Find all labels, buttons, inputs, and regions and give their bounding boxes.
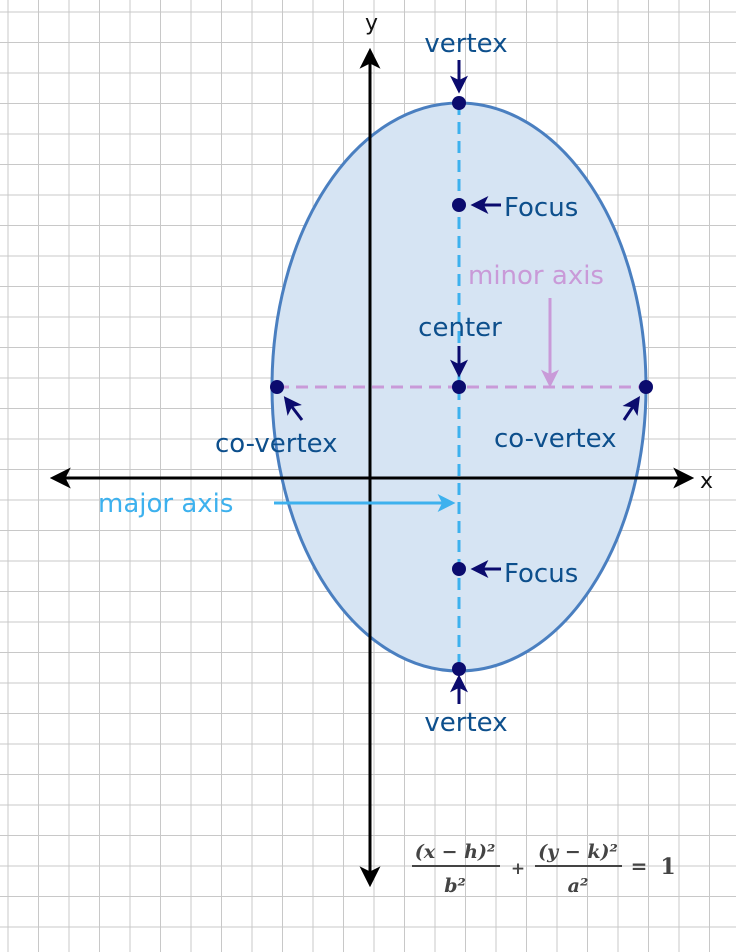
center-label: center: [418, 313, 502, 343]
focus-bottom-point: [452, 562, 466, 576]
co-vertex-left-point: [270, 380, 284, 394]
major-axis-label: major axis: [98, 489, 233, 519]
focus-top-label: Focus: [504, 193, 578, 223]
vertex-top-label: vertex: [424, 29, 507, 59]
focus-top-point: [452, 198, 466, 212]
ellipse-equation: (x − h)² b² + (y − k)² a² = 1: [412, 841, 676, 897]
co-vertex-left-label: co-vertex: [215, 429, 338, 459]
center-point: [452, 380, 466, 394]
equation-numerator-x: (x − h)²: [415, 841, 496, 863]
co-vertex-right-label: co-vertex: [494, 424, 617, 454]
vertex-top-point: [452, 96, 466, 110]
vertex-bottom-point: [452, 662, 466, 676]
vertex-bottom-label: vertex: [424, 708, 507, 738]
equation-rhs: 1: [660, 854, 675, 880]
equation-plus: +: [511, 859, 525, 879]
co-vertex-left-arrow: [283, 396, 304, 421]
focus-bottom-label: Focus: [504, 559, 578, 589]
equation-equals: =: [631, 854, 648, 878]
co-vertex-right-point: [639, 380, 653, 394]
x-axis-label: x: [700, 469, 713, 494]
y-axis-label: y: [365, 11, 378, 36]
equation-denominator-b: b²: [444, 875, 466, 897]
minor-axis-label: minor axis: [468, 261, 604, 291]
equation-denominator-a: a²: [568, 875, 589, 897]
co-vertex-right-arrow: [622, 396, 640, 421]
equation-numerator-y: (y − k)²: [538, 841, 618, 863]
